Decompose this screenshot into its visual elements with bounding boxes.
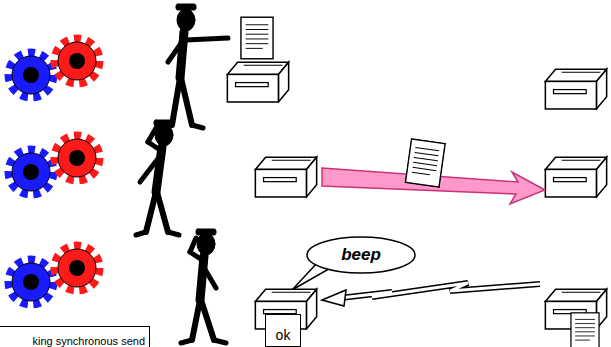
gear-pair — [9, 136, 99, 194]
fax-machine — [545, 69, 606, 109]
paper-sheet — [241, 17, 273, 59]
paper-sheet — [405, 139, 445, 187]
fax-machine — [545, 157, 606, 197]
stick-figure — [162, 4, 228, 128]
fax-machine — [255, 157, 316, 197]
stick-figure — [136, 120, 179, 235]
gear-pair — [9, 246, 99, 304]
node-text: beep — [341, 245, 381, 265]
node-text: king synchronous send — [32, 335, 145, 347]
node-text: ok — [276, 327, 291, 343]
paper-slip: ok — [265, 314, 301, 347]
speech-bubble: beep — [306, 236, 416, 274]
reply-arrow — [322, 283, 540, 306]
stick-figure — [181, 229, 226, 343]
fax-machine — [227, 62, 288, 102]
gear-pair — [9, 39, 99, 97]
caption-box: king synchronous send — [0, 326, 150, 347]
paper-sheet — [571, 313, 599, 347]
